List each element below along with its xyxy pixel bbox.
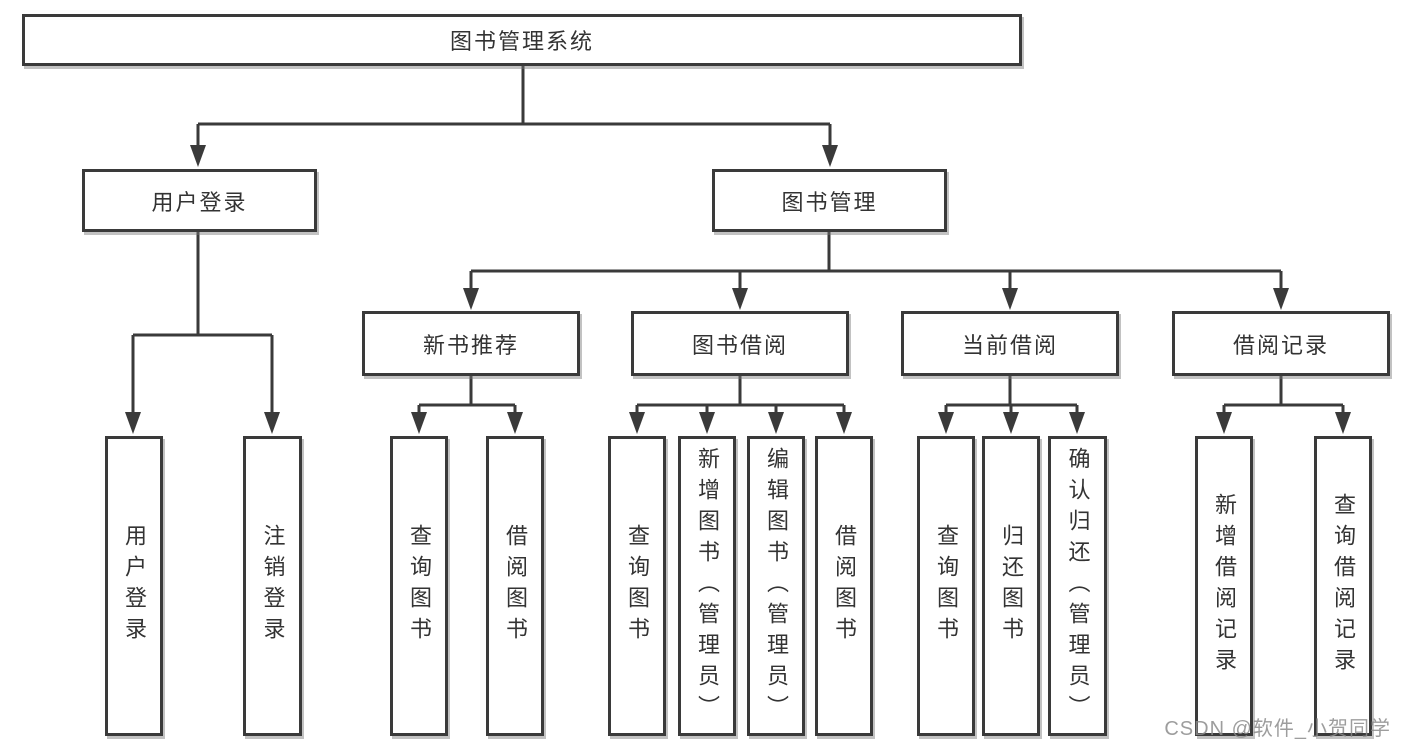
arrowhead — [732, 288, 748, 310]
leaf-edit-books-admin: 编辑图书（管理员） — [747, 436, 805, 736]
leaf-query-books-borrowing: 查询图书 — [608, 436, 666, 736]
leaf-logout-label: 注销登录 — [260, 524, 286, 648]
connector-root-to-level2 — [190, 66, 838, 167]
leaf-add-borrow-record: 新增借阅记录 — [1195, 436, 1253, 736]
node-borrowing-records-label: 借阅记录 — [1232, 332, 1329, 358]
leaf-query-borrow-record-label: 查询借阅记录 — [1331, 493, 1356, 679]
connector-borrow-record-to-leaves — [1216, 376, 1351, 434]
leaf-return-books-label: 归还图书 — [999, 524, 1024, 648]
node-current-borrowing: 当前借阅 — [901, 311, 1119, 376]
connector-new-book-to-leaves — [411, 376, 523, 434]
node-borrowing-records: 借阅记录 — [1172, 311, 1390, 376]
leaf-query-borrow-record: 查询借阅记录 — [1314, 436, 1372, 736]
leaf-logout: 注销登录 — [243, 436, 302, 736]
arrowhead — [190, 145, 206, 167]
arrowhead — [1216, 412, 1232, 434]
node-new-book-recommendation: 新书推荐 — [362, 311, 580, 376]
node-user-login-label: 用户登录 — [151, 189, 248, 215]
leaf-query-books-recommend: 查询图书 — [390, 436, 448, 736]
arrowhead — [463, 288, 479, 310]
leaf-confirm-return-admin-label: 确认归还（管理员） — [1065, 446, 1091, 726]
arrowhead — [411, 412, 427, 434]
arrowhead — [1273, 288, 1289, 310]
node-book-borrowing: 图书借阅 — [631, 311, 849, 376]
node-book-management: 图书管理 — [712, 169, 947, 232]
arrowhead — [1003, 412, 1019, 434]
watermark: CSDN @软件_小贺同学 — [1164, 718, 1391, 740]
arrowhead — [1002, 288, 1018, 310]
arrowhead — [629, 412, 645, 434]
leaf-query-books-borrowing-label: 查询图书 — [625, 524, 650, 648]
leaf-borrow-books-recommend: 借阅图书 — [486, 436, 544, 736]
node-user-login: 用户登录 — [82, 169, 317, 232]
arrowhead — [1335, 412, 1351, 434]
leaf-user-login-label: 用户登录 — [122, 524, 147, 648]
leaf-edit-books-admin-label: 编辑图书（管理员） — [764, 446, 789, 726]
node-new-book-recommendation-label: 新书推荐 — [422, 332, 519, 358]
leaf-confirm-return-admin: 确认归还（管理员） — [1048, 436, 1107, 736]
connector-current-borrow-to-leaves — [938, 376, 1085, 434]
node-book-borrowing-label: 图书借阅 — [691, 332, 788, 358]
leaf-borrow-books-borrowing: 借阅图书 — [815, 436, 873, 736]
leaf-query-books-current-label: 查询图书 — [934, 524, 959, 648]
arrowhead — [1069, 412, 1085, 434]
leaf-add-borrow-record-label: 新增借阅记录 — [1212, 493, 1237, 679]
connector-book-borrow-to-leaves — [629, 376, 852, 434]
arrowhead — [125, 412, 141, 434]
arrowhead — [836, 412, 852, 434]
leaf-query-books-current: 查询图书 — [917, 436, 975, 736]
leaf-add-books-admin: 新增图书（管理员） — [678, 436, 736, 736]
node-book-management-label: 图书管理 — [781, 189, 878, 215]
connector-book-management-to-level3 — [463, 232, 1289, 310]
arrowhead — [938, 412, 954, 434]
arrowhead — [699, 412, 715, 434]
arrowhead — [264, 412, 280, 434]
leaf-borrow-books-borrowing-label: 借阅图书 — [832, 524, 857, 648]
node-root-label: 图书管理系统 — [449, 29, 594, 54]
leaf-return-books: 归还图书 — [982, 436, 1040, 736]
node-current-borrowing-label: 当前借阅 — [961, 332, 1058, 358]
connector-user-login-to-leaves — [125, 232, 280, 434]
leaf-add-books-admin-label: 新增图书（管理员） — [695, 446, 720, 726]
arrowhead — [507, 412, 523, 434]
arrowhead — [822, 145, 838, 167]
leaf-borrow-books-recommend-label: 借阅图书 — [503, 524, 528, 648]
leaf-user-login: 用户登录 — [105, 436, 163, 736]
leaf-query-books-recommend-label: 查询图书 — [407, 524, 432, 648]
node-root: 图书管理系统 — [22, 14, 1022, 66]
arrowhead — [768, 412, 784, 434]
